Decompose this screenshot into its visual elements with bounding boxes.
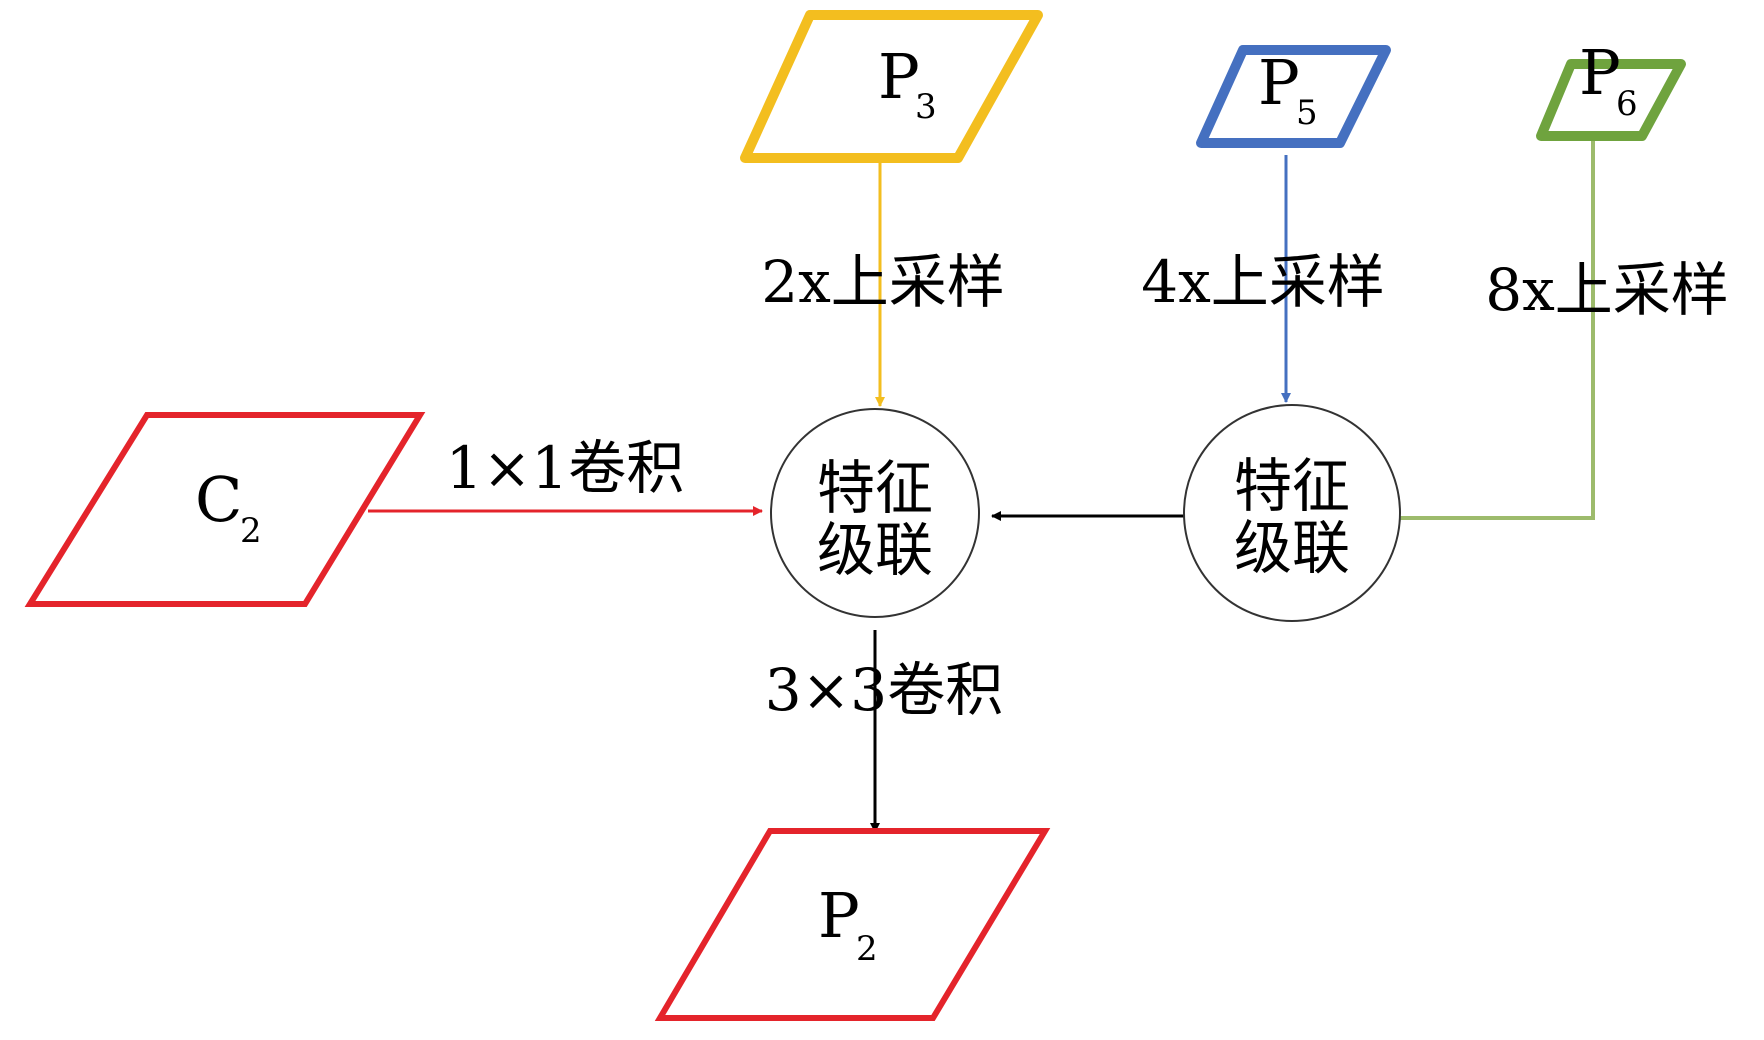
node-c2-subscript: 2 bbox=[240, 511, 262, 551]
node-c2: C 2 bbox=[24, 412, 426, 607]
node-p6-label: P bbox=[1579, 36, 1621, 109]
node-c2-label: C bbox=[195, 463, 242, 536]
node-concat-center: 特征 级联 bbox=[770, 408, 980, 618]
node-p6-subscript: 6 bbox=[1616, 84, 1638, 124]
node-p3-label: P bbox=[878, 40, 920, 113]
concat-center-line1: 特征 bbox=[817, 454, 933, 522]
node-p5-subscript: 5 bbox=[1296, 93, 1318, 133]
conv-3x3-label: 3×3卷积 bbox=[765, 656, 1003, 724]
upsample-8x-label: 8x上采样 bbox=[1485, 256, 1729, 324]
upsample-4x-label: 4x上采样 bbox=[1141, 248, 1385, 316]
upsample-8x-edge bbox=[1400, 130, 1595, 520]
conv-1x1-label: 1×1卷积 bbox=[446, 434, 684, 502]
node-p2-subscript: 2 bbox=[856, 929, 878, 969]
node-p2-label: P bbox=[818, 879, 860, 952]
node-concat-right: 特征 级联 bbox=[1183, 404, 1401, 622]
node-p6: P 6 bbox=[1536, 36, 1686, 141]
node-p3-subscript: 3 bbox=[915, 87, 937, 127]
concat-center-line2: 级联 bbox=[817, 516, 933, 584]
node-p5: P 5 bbox=[1196, 45, 1391, 148]
upsample-2x-label: 2x上采样 bbox=[761, 248, 1005, 316]
node-p3: P 3 bbox=[740, 10, 1043, 163]
concat-right-line1: 特征 bbox=[1234, 452, 1350, 520]
concat-right-line2: 级联 bbox=[1234, 514, 1350, 582]
node-p2: P 2 bbox=[654, 828, 1051, 1021]
node-p5-label: P bbox=[1258, 46, 1300, 119]
